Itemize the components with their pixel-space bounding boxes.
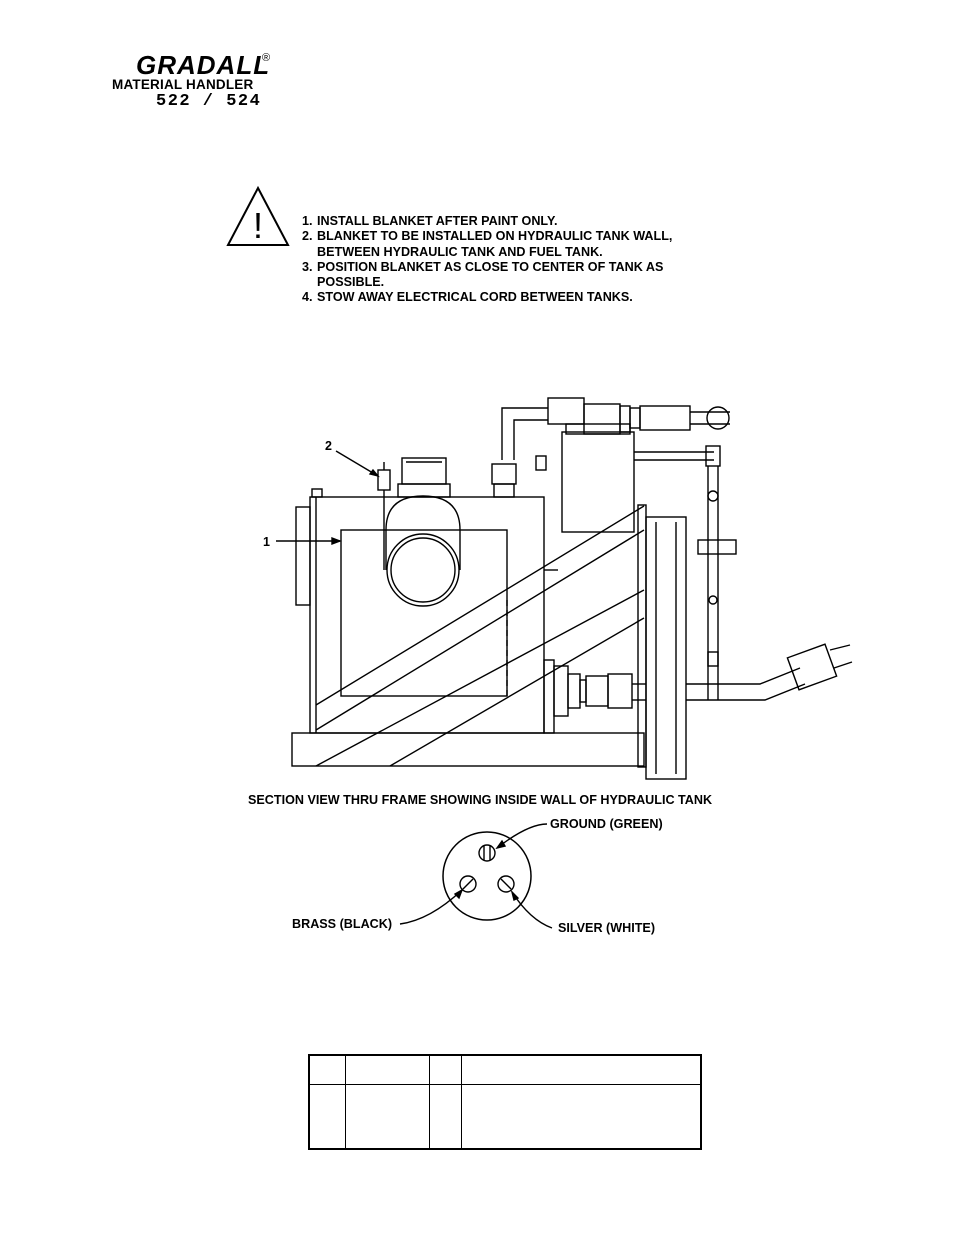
table-cell [428, 1084, 462, 1150]
table-header-row [308, 1054, 702, 1085]
parts-table [308, 1054, 702, 1150]
callout-1: 1 [263, 535, 270, 549]
note-item: 3.POSITION BLANKET AS CLOSE TO CENTER OF… [302, 259, 664, 274]
table-cell [344, 1084, 430, 1150]
plug-label-brass: BRASS (BLACK) [292, 917, 393, 931]
brand-name: GRADALL [136, 50, 271, 80]
column-header-quantity [428, 1054, 462, 1085]
table-row [308, 1084, 702, 1150]
callout-2: 2 [325, 439, 332, 453]
registered-mark: ® [262, 52, 271, 64]
note-item-continued: POSSIBLE. [317, 275, 385, 290]
installation-notes: 1.INSTALL BLANKET AFTER PAINT ONLY. 2.BL… [302, 214, 672, 306]
plug-label-ground: GROUND (GREEN) [550, 817, 663, 831]
note-item: 2.BLANKET TO BE INSTALLED ON HYDRAULIC T… [302, 229, 673, 244]
drawing-linework [276, 397, 853, 929]
model-numbers: 522 / 524 [156, 92, 262, 111]
plug-label-silver: SILVER (WHITE) [558, 921, 656, 935]
warning-symbol: ! [253, 205, 263, 246]
note-item: 4.STOW AWAY ELECTRICAL CORD BETWEEN TANK… [302, 290, 633, 305]
column-header-part-number [344, 1054, 430, 1085]
column-header-description [460, 1054, 702, 1085]
note-item-continued: BETWEEN HYDRAULIC TANK AND FUEL TANK. [317, 244, 603, 259]
warning-triangle-icon: ! [226, 186, 290, 246]
column-header-item [308, 1054, 346, 1085]
table-cell [460, 1084, 702, 1150]
product-line: MATERIAL HANDLER [112, 77, 254, 92]
note-item: 1.INSTALL BLANKET AFTER PAINT ONLY. [302, 214, 558, 228]
table-cell [308, 1084, 346, 1150]
section-view-caption: SECTION VIEW THRU FRAME SHOWING INSIDE W… [248, 793, 713, 807]
